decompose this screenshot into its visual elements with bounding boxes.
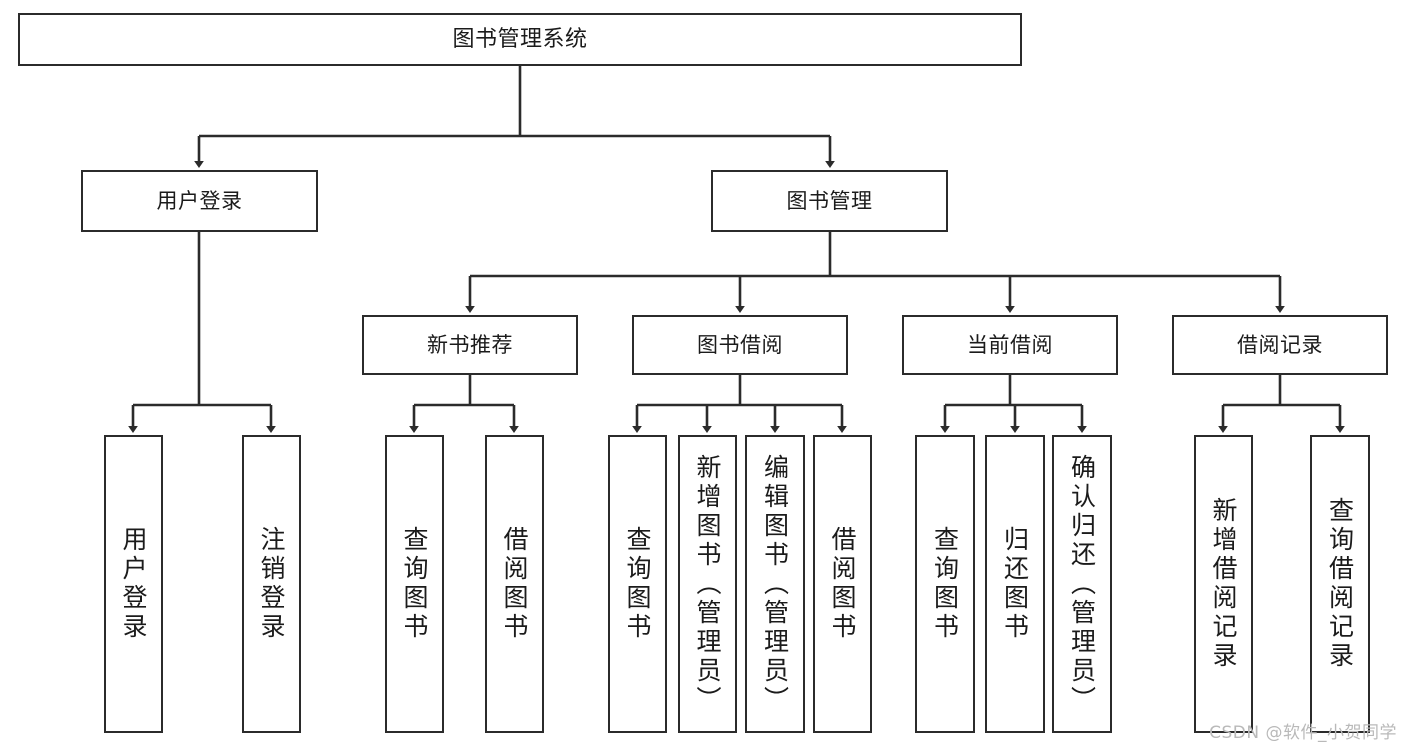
node-label: 图书管理 — [786, 188, 873, 213]
node-label: 编辑图书（管理员） — [760, 453, 790, 715]
node-label: 归还图书 — [1000, 526, 1030, 642]
node-current-borrow[interactable]: 当前借阅 — [902, 315, 1118, 375]
node-label: 注销登录 — [257, 526, 286, 642]
leaf-query-book-recommend[interactable]: 查询图书 — [385, 435, 444, 733]
leaf-edit-book-admin[interactable]: 编辑图书（管理员） — [745, 435, 805, 733]
node-user-login[interactable]: 用户登录 — [81, 170, 318, 232]
node-label: 查询图书 — [930, 526, 960, 642]
leaf-borrow-book-recommend[interactable]: 借阅图书 — [485, 435, 544, 733]
node-label: 查询图书 — [623, 526, 652, 642]
node-label: 查询图书 — [400, 526, 429, 642]
node-root-book-management-system[interactable]: 图书管理系统 — [18, 13, 1022, 66]
leaf-user-login[interactable]: 用户登录 — [104, 435, 163, 733]
node-book-management[interactable]: 图书管理 — [711, 170, 948, 232]
node-label: 借阅图书 — [500, 526, 529, 642]
node-label: 查询借阅记录 — [1325, 497, 1355, 671]
node-label: 借阅记录 — [1237, 332, 1323, 357]
node-label: 确认归还（管理员） — [1067, 453, 1097, 715]
node-label: 新增图书（管理员） — [693, 453, 722, 715]
node-label: 图书借阅 — [697, 332, 783, 357]
node-label: 当前借阅 — [967, 332, 1053, 357]
node-book-borrow[interactable]: 图书借阅 — [632, 315, 848, 375]
node-label: 新增借阅记录 — [1209, 497, 1238, 671]
node-label: 借阅图书 — [828, 526, 857, 642]
leaf-query-borrow-record[interactable]: 查询借阅记录 — [1310, 435, 1370, 733]
node-label: 用户登录 — [156, 188, 243, 213]
leaf-return-book[interactable]: 归还图书 — [985, 435, 1045, 733]
leaf-query-book-current[interactable]: 查询图书 — [915, 435, 975, 733]
leaf-borrow-book[interactable]: 借阅图书 — [813, 435, 872, 733]
node-label: 图书管理系统 — [452, 26, 588, 52]
node-borrow-record[interactable]: 借阅记录 — [1172, 315, 1388, 375]
node-label: 新书推荐 — [427, 332, 513, 357]
node-new-book-recommend[interactable]: 新书推荐 — [362, 315, 578, 375]
leaf-confirm-return-admin[interactable]: 确认归还（管理员） — [1052, 435, 1112, 733]
leaf-add-book-admin[interactable]: 新增图书（管理员） — [678, 435, 737, 733]
leaf-add-borrow-record[interactable]: 新增借阅记录 — [1194, 435, 1253, 733]
leaf-logout[interactable]: 注销登录 — [242, 435, 301, 733]
csdn-watermark: CSDN @软件_小贺同学 — [1209, 723, 1397, 743]
leaf-query-book-borrow[interactable]: 查询图书 — [608, 435, 667, 733]
node-label: 用户登录 — [119, 526, 148, 642]
